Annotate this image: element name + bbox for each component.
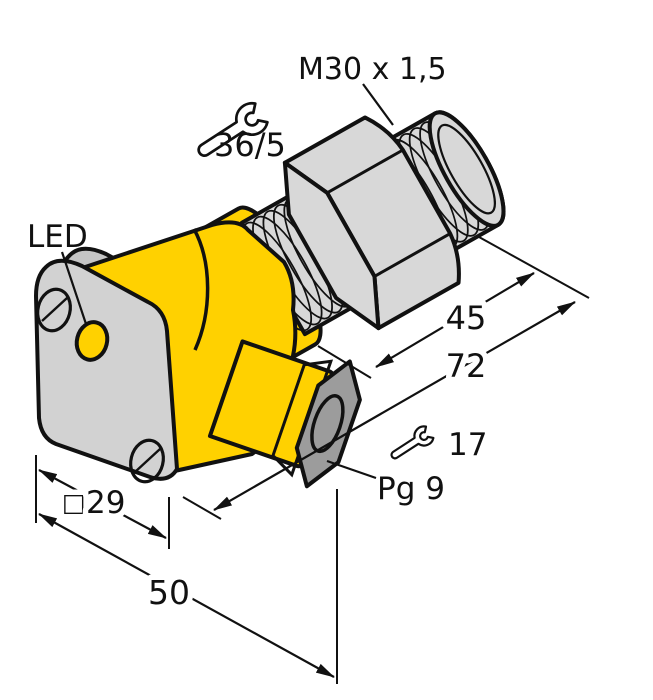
leader-line-thread-spec <box>362 83 394 126</box>
extension-line-front-face <box>478 236 590 299</box>
label-thread-spec: M30 x 1,5 <box>298 52 447 87</box>
label-cable-gland: Pg 9 <box>377 471 445 507</box>
mounting-hole-ring <box>36 287 72 333</box>
label-dimension-50: 50 <box>148 573 190 612</box>
leader-line-gland <box>326 459 377 480</box>
dimension-line-72 <box>213 301 576 511</box>
label-dimension-29: 29 <box>86 485 125 521</box>
sensor-body-front-edge <box>192 228 210 351</box>
label-dimension-72: 72 <box>446 347 487 385</box>
front-face-outer <box>427 110 506 228</box>
screw-slot <box>134 448 161 473</box>
label-square-symbol: □ <box>62 488 86 517</box>
nut-facet-line <box>373 232 451 278</box>
label-dimension-45: 45 <box>446 299 487 337</box>
label-wrench-size-bottom: 17 <box>448 427 487 463</box>
wrench-icon <box>390 425 435 460</box>
label-wrench-size-top: 36/5 <box>214 126 286 164</box>
dimension-line-50 <box>38 513 335 678</box>
front-face-chamfer <box>437 123 496 215</box>
leader-line-led <box>60 251 88 325</box>
screw-slot <box>41 297 68 322</box>
label-led: LED <box>27 219 88 255</box>
flange-face-outline <box>34 258 179 481</box>
mounting-hole-top <box>36 287 72 333</box>
led-indicator <box>74 320 110 362</box>
nut-facet-line <box>326 148 404 195</box>
wrench-icon <box>197 101 269 158</box>
flange-plate-face <box>34 258 179 484</box>
sensor-front-face <box>427 110 506 228</box>
